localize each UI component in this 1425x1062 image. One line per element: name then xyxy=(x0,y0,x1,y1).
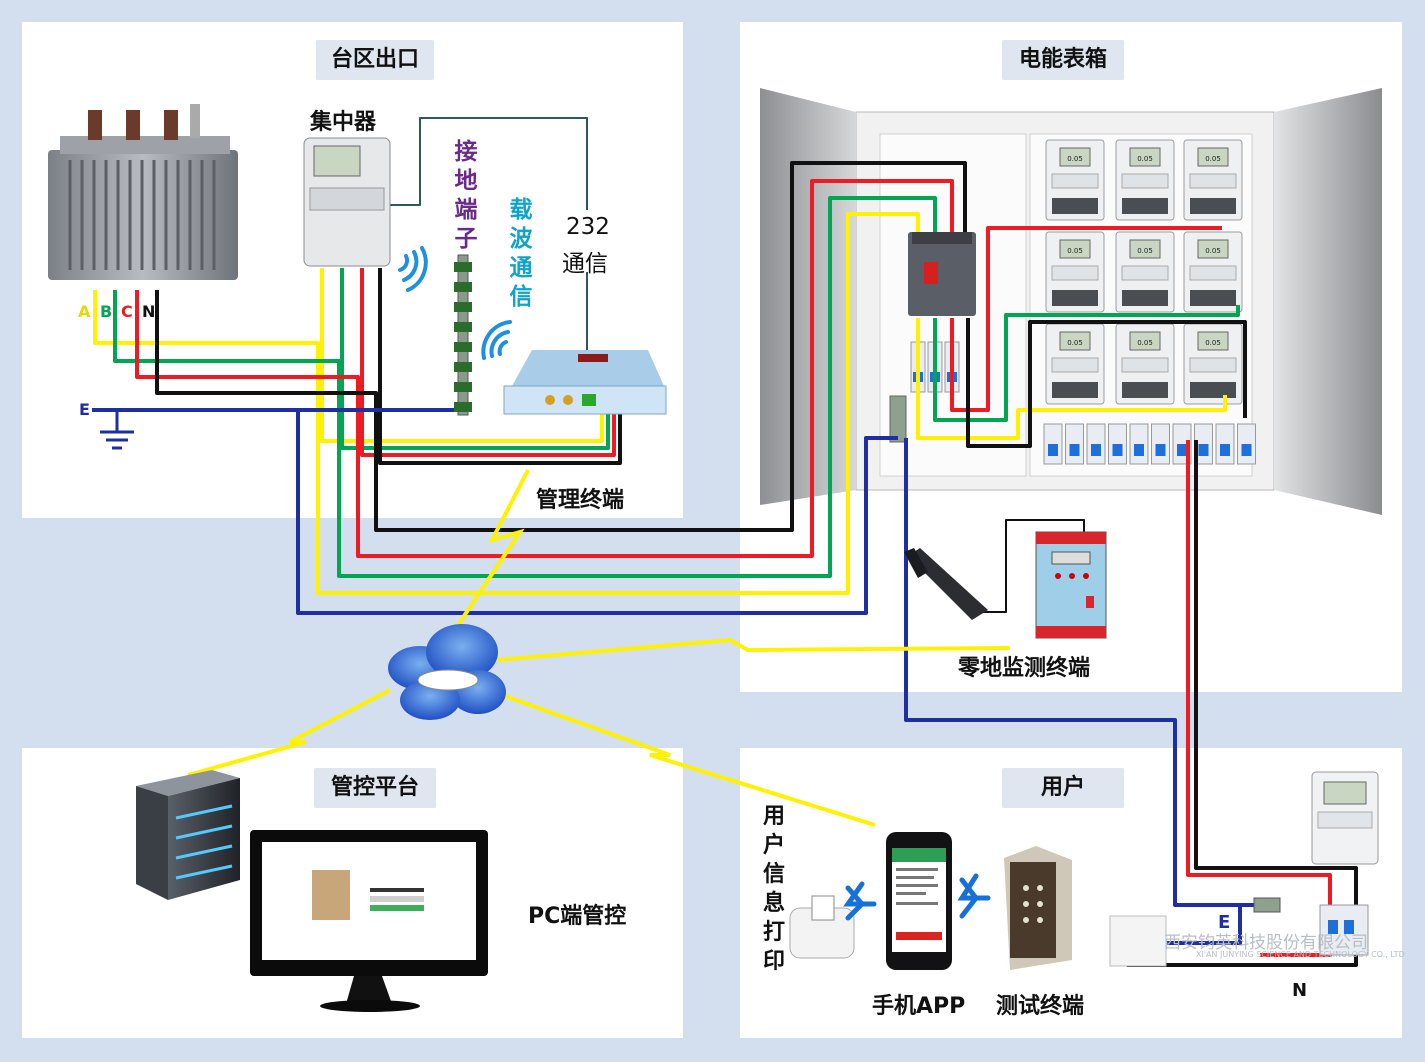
mini-breaker xyxy=(1215,423,1235,465)
user-wire-label-e: E xyxy=(1218,912,1231,933)
mini-breaker xyxy=(1108,423,1127,465)
mini-breaker xyxy=(1086,423,1106,465)
wireless-links xyxy=(187,469,1011,827)
test-terminal-device xyxy=(1004,846,1072,970)
section-title-taiqu: 台区出口 xyxy=(316,40,434,80)
meter-reading: 0.05 xyxy=(1067,247,1083,255)
mini-breaker xyxy=(1043,423,1063,465)
phase-label-e: E xyxy=(79,400,90,419)
meter-reading: 0.05 xyxy=(1205,339,1221,347)
ground-terminal-strip xyxy=(454,254,472,416)
user-breaker xyxy=(1319,904,1369,956)
meter-reading: 0.05 xyxy=(1067,339,1083,347)
receipt-printer xyxy=(789,895,855,959)
electric-meter: 0.05 xyxy=(1115,139,1175,221)
user-wire-label-n: N xyxy=(1292,980,1308,1001)
meter-grid: 0.05 0.05 0.05 0.05 0.05 0.05 0.05 0.05 0.05 xyxy=(1045,139,1243,405)
electric-meter: 0.05 xyxy=(1045,139,1105,221)
label-232: 232 xyxy=(566,214,610,240)
label-test-terminal: 测试终端 xyxy=(996,994,1085,1019)
bluetooth-icon-left xyxy=(843,881,877,921)
meter-reading: 0.05 xyxy=(1067,155,1083,163)
section-title-meter-box: 电能表箱 xyxy=(1002,40,1124,80)
user-meter xyxy=(1311,771,1379,865)
label-ground-terminal: 接地端子 xyxy=(454,139,478,252)
phase-label-n: N xyxy=(142,302,156,321)
meter-reading: 0.05 xyxy=(1205,247,1221,255)
electric-meter: 0.05 xyxy=(1115,231,1175,313)
server-image xyxy=(136,770,240,900)
label-zero-ground-monitor: 零地监测终端 xyxy=(958,656,1091,681)
label-mgmt-terminal: 管理终端 xyxy=(536,488,625,513)
clamp-sensor xyxy=(904,548,988,620)
pc-monitor xyxy=(250,830,488,1012)
label-carrier: 载波通信 xyxy=(509,197,533,310)
wall-socket xyxy=(1109,915,1167,967)
watermark-en: XI'AN JUNYING SCIENCE AND TECHNOLOGY CO.… xyxy=(1196,950,1405,959)
user-breakers-row xyxy=(1043,423,1256,465)
electric-meter: 0.05 xyxy=(1115,323,1175,405)
ground-block-box xyxy=(889,395,907,443)
section-title-user: 用户 xyxy=(1002,768,1124,808)
electric-meter: 0.05 xyxy=(1183,139,1243,221)
wireless-terminal-icon xyxy=(481,320,512,360)
concentrator-device xyxy=(303,137,391,267)
electric-meter: 0.05 xyxy=(1045,231,1105,313)
electric-meter: 0.05 xyxy=(1045,323,1105,405)
bluetooth-icon-right xyxy=(957,873,991,919)
label-pc-control: PC端管控 xyxy=(528,904,627,929)
section-title-platform: 管控平台 xyxy=(314,768,436,808)
electric-meter: 0.05 xyxy=(1183,323,1243,405)
mini-breaker xyxy=(1237,423,1256,465)
user-ground-block xyxy=(1253,897,1281,913)
earth-symbol xyxy=(100,410,134,450)
zero-ground-monitor-device xyxy=(1035,531,1107,639)
label-phone-app: 手机APP xyxy=(872,994,966,1019)
management-terminal-device xyxy=(503,350,667,415)
phase-label-c: C xyxy=(121,302,133,321)
main-breaker xyxy=(908,232,976,316)
wiring xyxy=(92,117,1358,967)
watermark-cn: 西安钧英科技股份有限公司 xyxy=(1164,933,1368,953)
electric-meter: 0.05 xyxy=(1183,231,1243,313)
phase-label-b: B xyxy=(100,302,113,321)
meter-reading: 0.05 xyxy=(1137,155,1153,163)
mini-breaker xyxy=(1129,423,1149,465)
label-concentrator: 集中器 xyxy=(310,110,377,135)
mobile-phone xyxy=(886,832,952,970)
mini-breaker xyxy=(1151,423,1170,465)
transformer-image xyxy=(48,104,238,280)
meter-reading: 0.05 xyxy=(1137,247,1153,255)
phase-label-a: A xyxy=(78,302,91,321)
label-user-info-print: 用户信息打印 xyxy=(762,804,785,974)
wireless-concentrator-icon xyxy=(398,246,428,292)
meter-reading: 0.05 xyxy=(1137,339,1153,347)
label-232-text: 通信 xyxy=(562,251,608,277)
cloud-network xyxy=(388,624,506,720)
meter-reading: 0.05 xyxy=(1205,155,1221,163)
mini-breaker xyxy=(1065,423,1084,465)
